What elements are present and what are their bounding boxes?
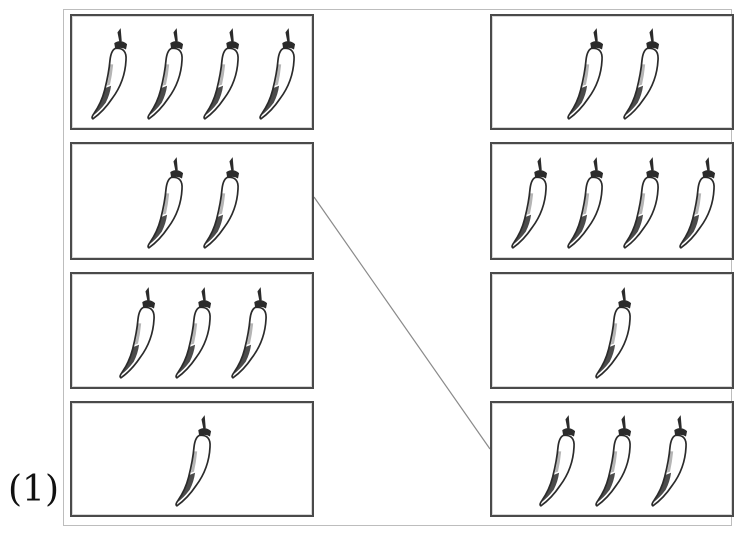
chili-pepper-icon bbox=[679, 157, 716, 249]
chili-pepper-icon bbox=[231, 286, 268, 379]
chili-pepper-icon bbox=[91, 28, 128, 120]
chili-pepper-icon bbox=[567, 28, 604, 120]
left-card-2[interactable] bbox=[70, 142, 314, 260]
chili-pepper-icon bbox=[175, 286, 212, 379]
exercise-frame bbox=[63, 9, 732, 526]
chili-pepper-icon bbox=[595, 286, 632, 379]
right-card-3[interactable] bbox=[490, 272, 734, 389]
right-card-1[interactable] bbox=[490, 14, 734, 130]
chili-pepper-icon bbox=[567, 157, 604, 249]
connection-line bbox=[313, 196, 491, 450]
chili-pepper-icon bbox=[259, 28, 296, 120]
left-card-1[interactable] bbox=[70, 14, 314, 130]
exercise-number: (1) bbox=[8, 469, 59, 510]
chili-pepper-icon bbox=[511, 157, 548, 249]
chili-pepper-icon bbox=[119, 286, 156, 379]
chili-pepper-icon bbox=[147, 28, 184, 120]
chili-pepper-icon bbox=[651, 415, 688, 507]
chili-pepper-icon bbox=[623, 28, 660, 120]
chili-pepper-icon bbox=[623, 157, 660, 249]
right-card-4[interactable] bbox=[490, 401, 734, 517]
chili-pepper-icon bbox=[203, 28, 240, 120]
chili-pepper-icon bbox=[595, 415, 632, 507]
left-card-4[interactable] bbox=[70, 401, 314, 517]
chili-pepper-icon bbox=[175, 415, 212, 507]
left-card-3[interactable] bbox=[70, 272, 314, 389]
chili-pepper-icon bbox=[203, 157, 240, 249]
chili-pepper-icon bbox=[539, 415, 576, 507]
chili-pepper-icon bbox=[147, 157, 184, 249]
right-card-2[interactable] bbox=[490, 142, 734, 260]
